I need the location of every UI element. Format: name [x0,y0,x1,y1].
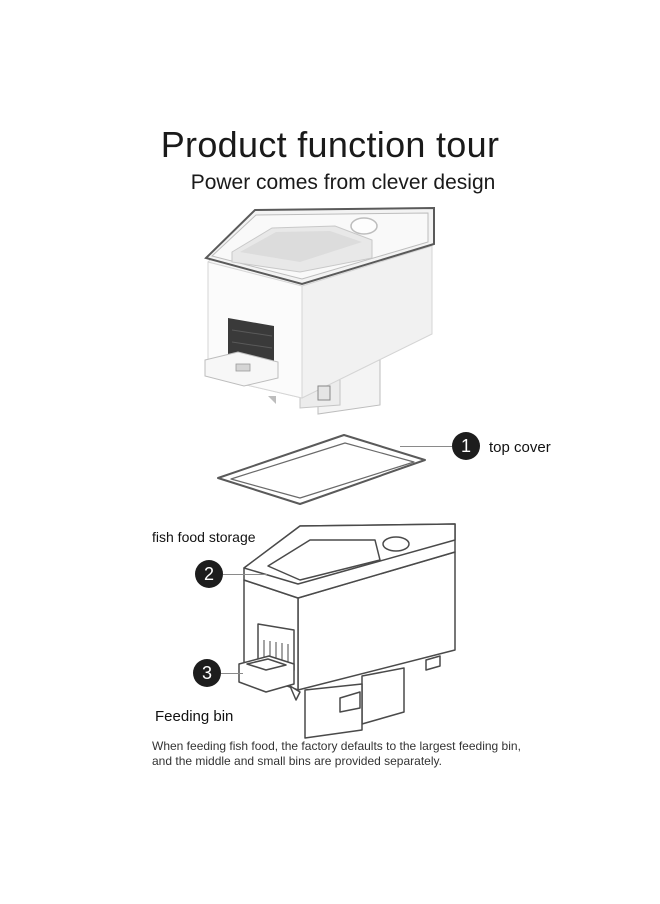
page-subtitle: Power comes from clever design [190,171,496,194]
callout-label-top-cover: top cover [489,439,551,456]
callout-badge-3: 3 [193,659,221,687]
callout-badge-1: 1 [452,432,480,460]
feeding-note: When feeding fish food, the factory defa… [152,739,521,768]
callout-leader-1 [400,446,452,447]
page-title: Product function tour [160,124,500,165]
callout-label-fish-food-storage: fish food storage [152,529,256,545]
callout-label-feeding-bin: Feeding bin [155,708,234,725]
callout-leader-3 [221,673,243,674]
callout-leader-2 [223,574,267,575]
callout-badge-2: 2 [195,560,223,588]
